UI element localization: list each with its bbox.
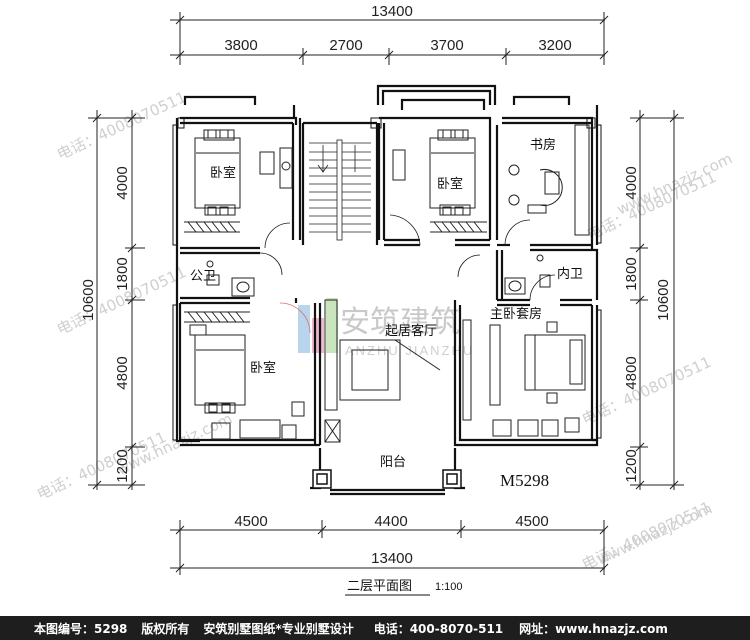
dim-top-4: 3200 (538, 37, 571, 54)
dim-right-3: 4800 (623, 356, 640, 389)
dim-top-total: 13400 (371, 3, 413, 20)
master-furniture (462, 319, 586, 437)
inner-bath-fixtures (504, 254, 551, 295)
dim-bottom-2: 4400 (374, 513, 407, 530)
staircase (309, 139, 371, 241)
room-inner-bath: 内卫 (557, 266, 583, 282)
footer-slogan: 安筑别墅图纸*专业别墅设计 (203, 621, 354, 636)
bed-sw (189, 324, 305, 440)
room-living: 起居客厅 (385, 323, 437, 339)
dimension-lines (88, 12, 684, 575)
dim-top-3: 3700 (430, 37, 463, 54)
room-master-suite: 主卧套房 (490, 306, 542, 322)
door-n (389, 214, 421, 246)
dim-bottom-1: 4500 (234, 513, 267, 530)
dim-left-total: 10600 (80, 279, 97, 321)
room-public-bath: 公卫 (190, 269, 216, 284)
room-balcony: 阳台 (380, 455, 406, 470)
door-public-bath (259, 252, 283, 276)
study-furniture (508, 124, 590, 236)
dim-right-total: 10600 (655, 279, 672, 321)
footer-drawing-no: 本图编号：5298 (34, 621, 128, 636)
watermark-logo (298, 298, 338, 353)
dim-right-1: 4000 (623, 166, 640, 199)
footer-phone: 电话：400-8070-511 (373, 621, 504, 636)
floor-plan-drawing: 电话：4008070511 电话：4008070511 电话：400807051… (34, 3, 735, 596)
door-inner-bath (529, 274, 556, 301)
room-bedroom-n: 卧室 (437, 176, 463, 192)
watermark-url-3: www.hnazjz.com (594, 499, 715, 568)
wardrobe-sw (184, 311, 250, 323)
dim-right-2: 1800 (623, 257, 640, 290)
dim-bottom-total: 13400 (371, 550, 413, 567)
public-bath-fixtures (206, 260, 255, 297)
wall-accents (172, 117, 602, 441)
watermark-phone-1: 电话：4008070511 (54, 88, 189, 164)
plan-code: M5298 (500, 471, 549, 490)
living-furniture (324, 299, 441, 443)
room-bedroom-nw: 卧室 (210, 165, 236, 181)
watermark-phone-5: 电话：4008070511 (579, 353, 714, 429)
door-nw (264, 222, 291, 249)
plan-scale: 1:100 (435, 581, 463, 593)
wardrobe-n (430, 221, 487, 233)
watermark-brand-latin: ANZHU JIANZHU (345, 343, 474, 358)
footer-copyright: 版权所有 (141, 621, 190, 636)
dim-left-3: 4800 (114, 356, 131, 389)
footer-website: 网址：www.hnazjz.com (519, 621, 668, 636)
door-master (457, 254, 481, 278)
dim-left-2: 1800 (114, 257, 131, 290)
plan-title: 二层平面图 (347, 579, 412, 594)
desk-nw (259, 147, 293, 189)
dim-bottom-3: 4500 (515, 513, 548, 530)
dim-right-4: 1200 (623, 449, 640, 482)
dim-top-2: 2700 (329, 37, 362, 54)
walls (175, 84, 599, 496)
watermark-brand: 安筑建筑 (340, 305, 460, 340)
dim-top-1: 3800 (224, 37, 257, 54)
room-bedroom-sw: 卧室 (250, 360, 276, 376)
door-sw (279, 302, 311, 334)
wardrobe-nw (184, 221, 240, 233)
door-study (504, 219, 531, 246)
balcony-columns (312, 469, 462, 489)
room-study: 书房 (530, 137, 556, 153)
dim-left-4: 1200 (114, 449, 131, 482)
dim-left-1: 4000 (114, 166, 131, 199)
bed-n (392, 129, 476, 216)
bed-nw (194, 129, 241, 216)
footer-bar: 本图编号：5298 版权所有 安筑别墅图纸*专业别墅设计 电话：400-8070… (0, 616, 750, 640)
